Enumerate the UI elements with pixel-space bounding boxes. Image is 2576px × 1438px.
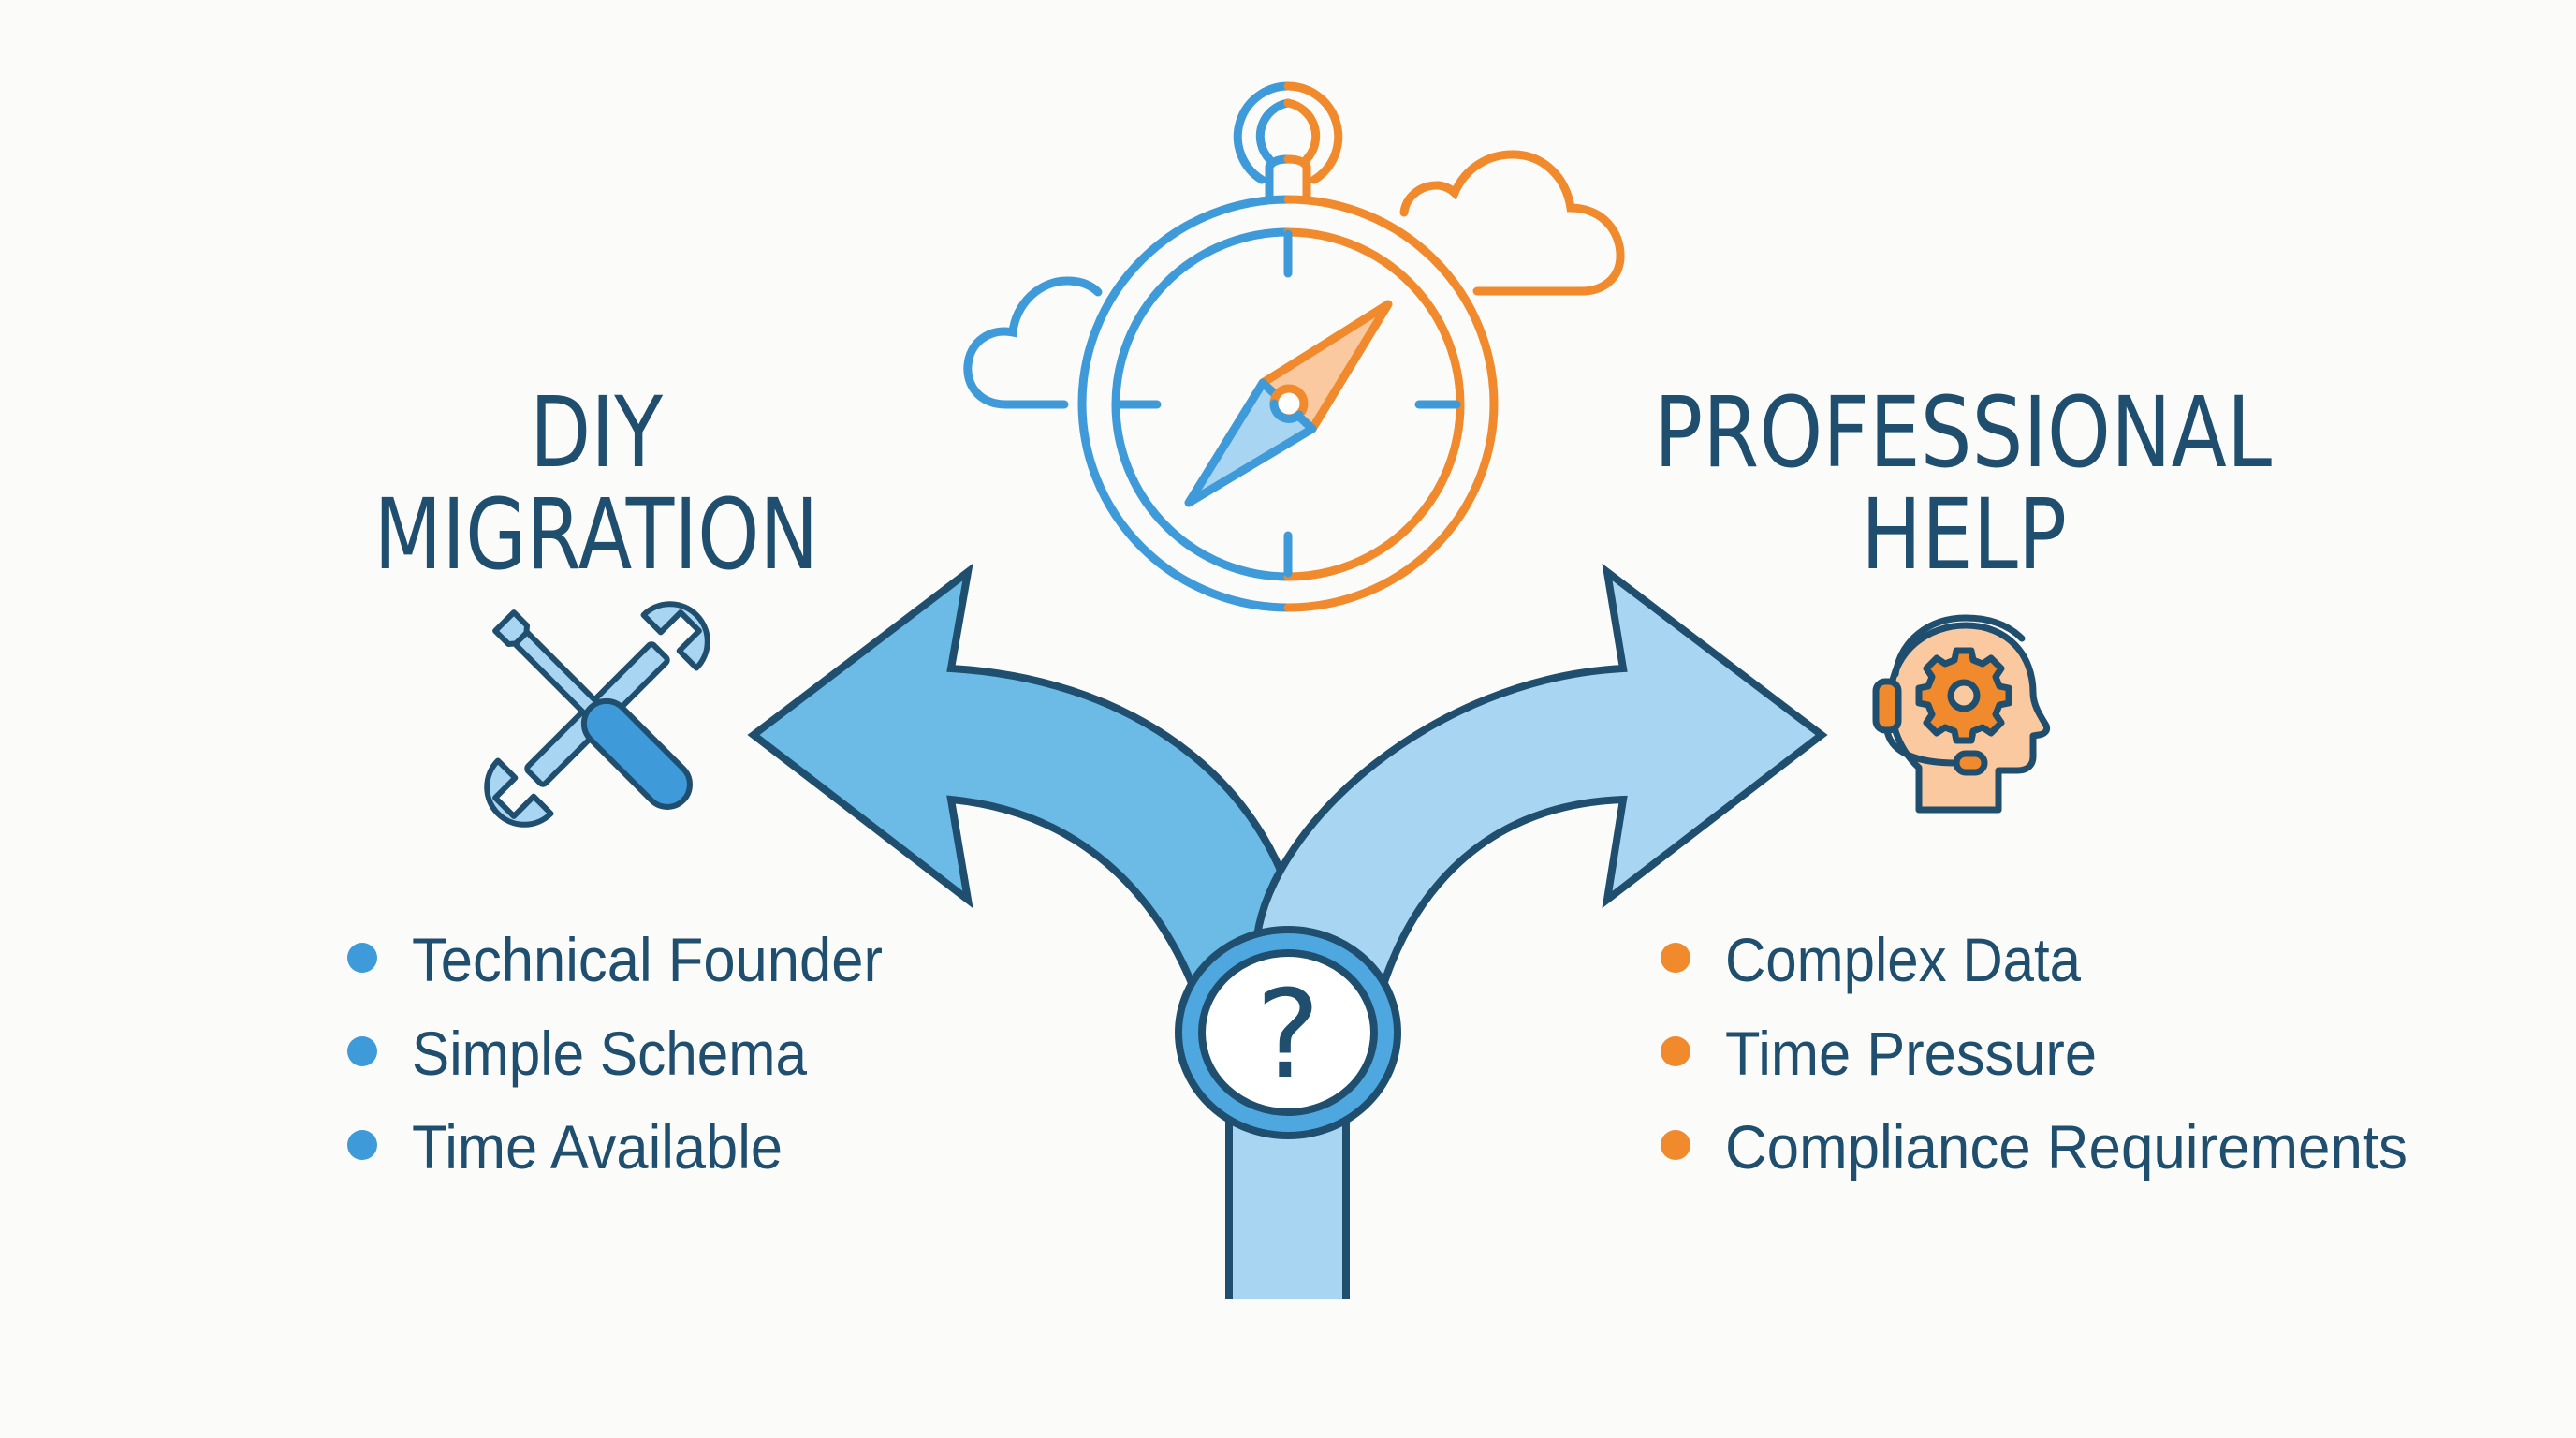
diy-criteria-list: Technical Founder Simple Schema Time Ava… — [347, 925, 883, 1181]
pro-title-line1: PROFESSIONAL — [1654, 375, 2272, 490]
diy-title-line1: DIY — [530, 375, 663, 490]
right-path-arrow — [1243, 563, 1828, 1034]
bullet-dot-icon — [347, 1130, 377, 1160]
bullet-dot-icon — [1661, 943, 1690, 973]
bullet-dot-icon — [347, 943, 377, 973]
pro-title-line2: HELP — [1861, 477, 2067, 592]
compass-icon — [1077, 81, 1499, 612]
list-item: Technical Founder — [347, 925, 883, 994]
support-head-icon — [1872, 614, 2051, 814]
bullet-dot-icon — [1661, 1130, 1690, 1160]
list-item: Complex Data — [1661, 925, 2081, 994]
decision-point-button: ? — [1175, 926, 1401, 1139]
list-item-label: Simple Schema — [412, 1019, 807, 1088]
pro-criteria-list: Complex Data Time Pressure Compliance Re… — [1661, 925, 2408, 1181]
bullet-dot-icon — [1661, 1036, 1690, 1066]
list-item: Simple Schema — [347, 1019, 807, 1088]
cloud-right-icon — [1399, 150, 1625, 296]
cloud-left-icon — [963, 276, 1103, 409]
list-item-label: Time Pressure — [1725, 1019, 2097, 1088]
list-item-label: Complex Data — [1725, 925, 2081, 994]
tools-icon — [484, 601, 710, 828]
list-item: Compliance Requirements — [1661, 1112, 2408, 1181]
question-mark-icon: ? — [1256, 963, 1321, 1106]
bullet-dot-icon — [347, 1036, 377, 1066]
diy-title-line2: MIGRATION — [374, 477, 819, 592]
list-item: Time Available — [347, 1112, 783, 1181]
list-item-label: Technical Founder — [412, 925, 883, 994]
list-item-label: Compliance Requirements — [1725, 1112, 2408, 1181]
list-item: Time Pressure — [1661, 1019, 2097, 1088]
left-path-arrow — [747, 563, 1293, 1040]
list-item-label: Time Available — [412, 1112, 783, 1181]
